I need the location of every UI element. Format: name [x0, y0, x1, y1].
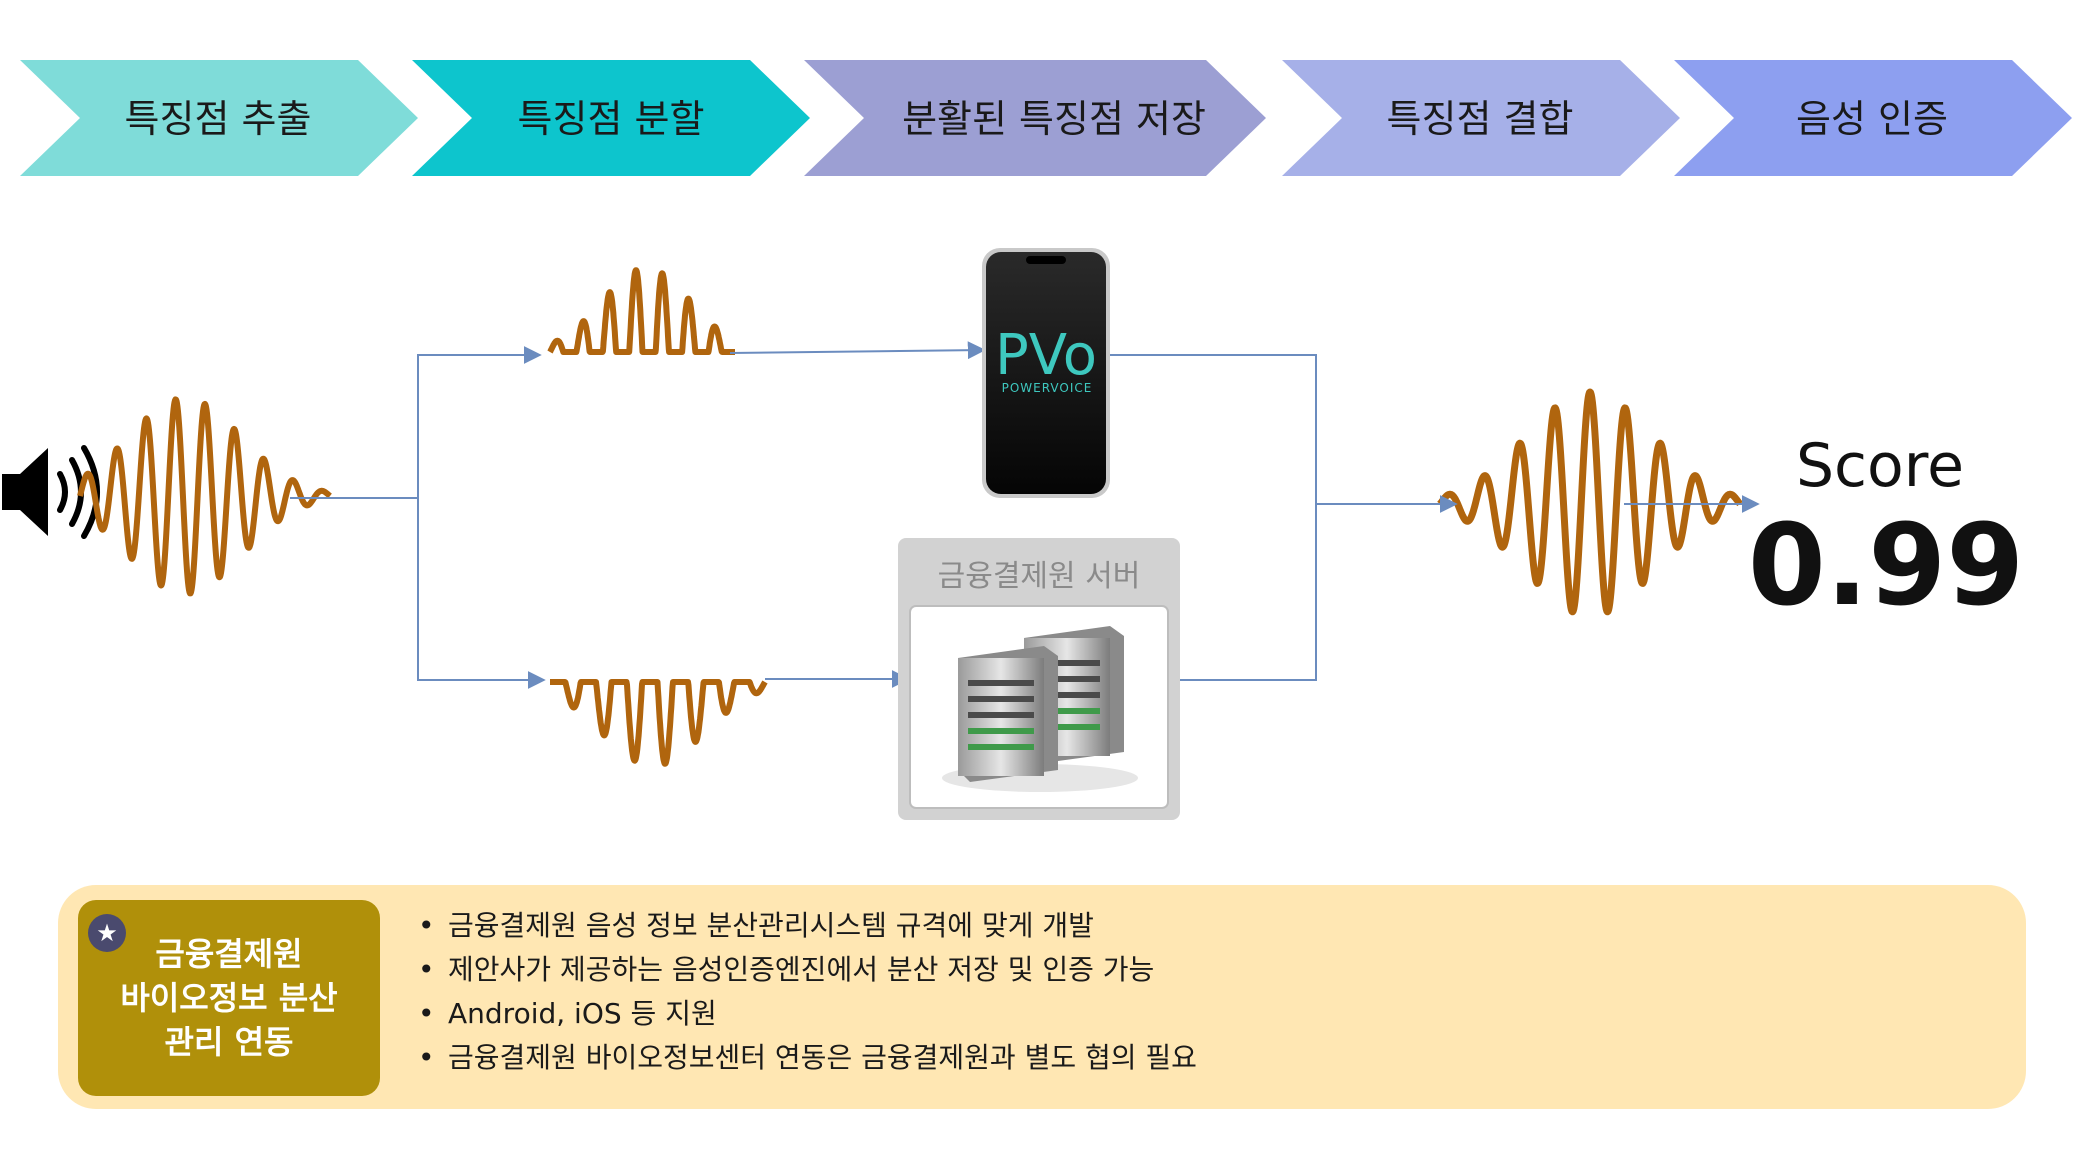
server-label: 금융결제원 서버 [938, 559, 1141, 594]
badge-line: 관리 연동 [164, 1023, 294, 1061]
input-voice-waveform [77, 396, 333, 597]
step-chevron [1282, 60, 1680, 176]
app-name: POWERVOICE [1002, 381, 1093, 395]
connector-to-phone [729, 341, 986, 360]
server-tower-front [958, 646, 1058, 782]
server-box: 금융결제원 서버 [898, 538, 1180, 820]
step-label: 분활된 특징점 저장 [902, 97, 1206, 141]
step-chevron [20, 60, 418, 176]
step-authenticate: 음성 인증 [1674, 60, 2072, 176]
step-split: 특징점 분할 [412, 60, 810, 176]
split-waveform-upper [547, 267, 738, 355]
step-label: 특징점 결합 [1387, 97, 1574, 141]
connector-split-lower [417, 498, 546, 689]
connector-server-out [1180, 504, 1317, 681]
step-chevron [1674, 60, 2072, 176]
connectors [290, 341, 1760, 689]
score-label: Score [1796, 431, 1964, 501]
process-steps: 특징점 추출 특징점 분할 분활된 특징점 저장 특징점 결합 음성 인증 [20, 60, 2072, 176]
info-bullet-list: 금융결제원 음성 정보 분산관리시스템 규격에 맞게 개발 제안사가 제공하는 … [418, 904, 1197, 1080]
step-label: 음성 인증 [1796, 97, 1948, 141]
split-waveform-lower [547, 679, 768, 767]
info-bullet: Android, iOS 등 지원 [418, 992, 1197, 1036]
info-badge: 금융결제원 바이오정보 분산 관리 연동 [78, 900, 380, 1096]
smartphone-icon: PVo POWERVOICE [982, 248, 1110, 498]
step-label: 특징점 분할 [518, 97, 705, 141]
connector-split-upper [417, 346, 542, 498]
combined-waveform [1437, 388, 1743, 616]
server-icon [942, 626, 1138, 792]
star-icon: ★ [88, 914, 126, 952]
badge-line: 바이오정보 분산 [120, 979, 338, 1017]
info-bullet: 제안사가 제공하는 음성인증엔진에서 분산 저장 및 인증 가능 [418, 948, 1197, 992]
badge-line: 금융결제원 [155, 935, 303, 973]
app-logo: PVo [995, 323, 1097, 388]
info-bullet: 금융결제원 음성 정보 분산관리시스템 규격에 맞게 개발 [418, 904, 1197, 948]
score-value: 0.99 [1748, 501, 2024, 631]
step-combine: 특징점 결합 [1282, 60, 1680, 176]
step-label: 특징점 추출 [125, 97, 312, 141]
step-chevron [412, 60, 810, 176]
step-extract: 특징점 추출 [20, 60, 418, 176]
connector-phone-out [1110, 354, 1317, 504]
info-bullet: 금융결제원 바이오정보센터 연동은 금융결제원과 별도 협의 필요 [418, 1036, 1197, 1080]
step-store: 분활된 특징점 저장 [804, 60, 1266, 176]
step-chevron [804, 60, 1266, 176]
